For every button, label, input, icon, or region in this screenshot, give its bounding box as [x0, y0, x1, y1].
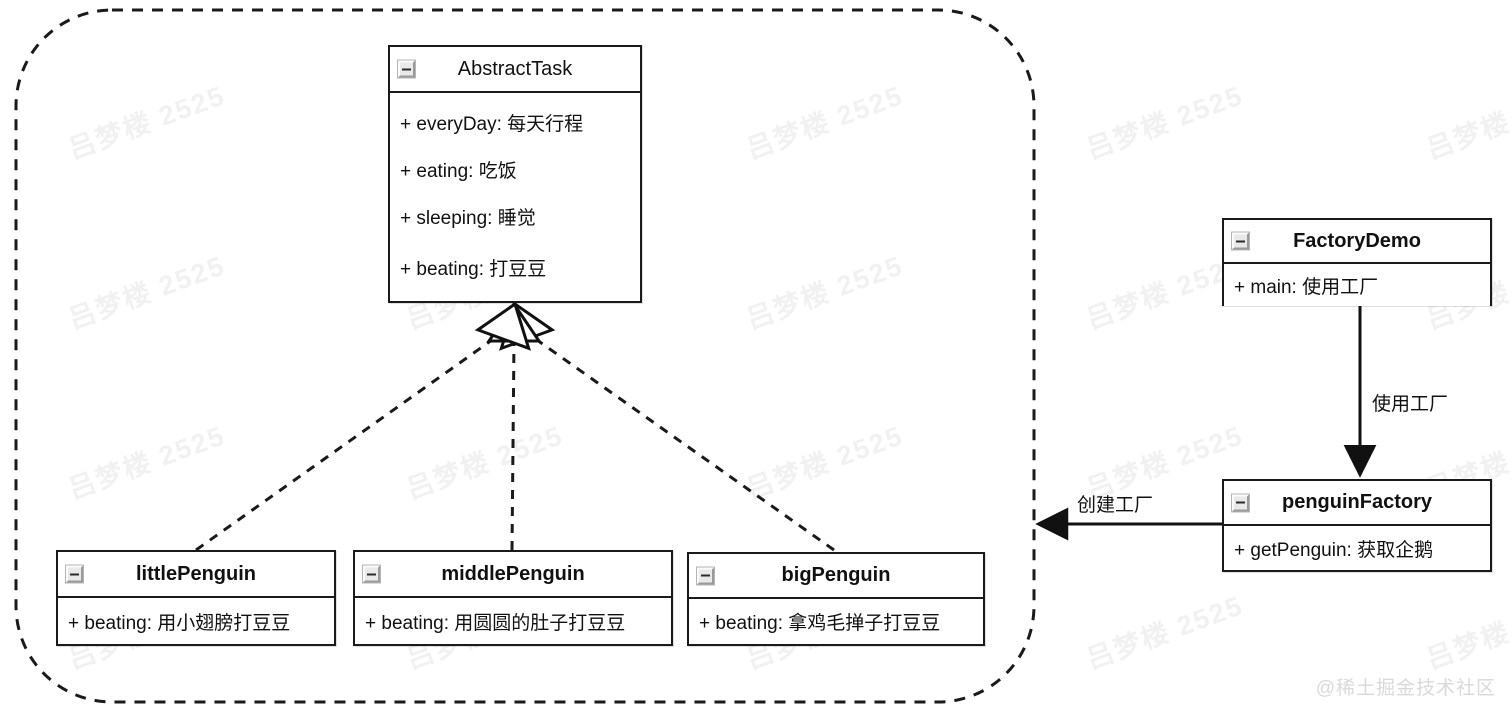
class-header-penguin-factory: penguinFactory — [1224, 481, 1490, 526]
class-body-big-penguin: + beating: 拿鸡毛掸子打豆豆 — [689, 599, 983, 644]
class-box-abstract-task[interactable]: AbstractTask + everyDay: 每天行程 + eating: … — [388, 45, 642, 303]
watermark-text: 吕梦楼 2525 — [64, 80, 230, 165]
realization-triangle-middle-penguin — [486, 301, 542, 343]
class-body-middle-penguin: + beating: 用圆圆的肚子打豆豆 — [355, 598, 671, 644]
class-title-little-penguin: littlePenguin — [136, 562, 256, 585]
minus-icon[interactable] — [65, 564, 84, 584]
edge-label-use-factory: 使用工厂 — [1372, 394, 1449, 415]
watermark-text: 吕梦楼 2525 — [64, 420, 230, 505]
watermark-text: 吕梦楼 2525 — [1082, 590, 1248, 675]
minus-icon[interactable] — [362, 564, 381, 584]
watermark-text: 吕梦楼 2525 — [402, 420, 568, 505]
class-body-abstract-task: + everyDay: 每天行程 + eating: 吃饭 + sleeping… — [390, 93, 640, 301]
class-title-factory-demo: FactoryDemo — [1293, 229, 1421, 252]
minus-icon[interactable] — [696, 566, 715, 585]
watermark-text: 吕梦楼 2525 — [742, 80, 908, 165]
watermark-text: 吕梦楼 2525 — [64, 250, 230, 335]
class-title-middle-penguin: middlePenguin — [441, 562, 585, 585]
class-attribute: + sleeping: 睡觉 — [400, 208, 536, 229]
watermark-text: 吕梦楼 2525 — [742, 420, 908, 505]
class-title-penguin-factory: penguinFactory — [1281, 491, 1432, 513]
class-header-big-penguin: bigPenguin — [689, 554, 983, 599]
class-box-little-penguin[interactable]: littlePenguin + beating: 用小翅膀打豆豆 — [56, 550, 336, 646]
realization-triangle-big-penguin — [474, 301, 531, 351]
class-header-abstract-task: AbstractTask — [390, 47, 640, 93]
class-attribute: + eating: 吃饭 — [400, 161, 517, 182]
class-title-big-penguin: bigPenguin — [781, 564, 891, 586]
edge-label-create-factory: 创建工厂 — [1077, 495, 1154, 516]
class-title-abstract-task: AbstractTask — [457, 57, 573, 80]
watermark-text: 吕梦楼 2525 — [1422, 80, 1512, 165]
brand-watermark: @稀土掘金技术社区 — [1315, 678, 1496, 699]
watermark-text: 吕梦楼 2525 — [742, 250, 908, 335]
class-body-little-penguin: + beating: 用小翅膀打豆豆 — [58, 598, 334, 644]
minus-icon[interactable] — [1231, 231, 1250, 251]
watermark-text: 吕梦楼 2525 — [1082, 80, 1248, 165]
realization-triangle-little-penguin — [499, 301, 556, 351]
class-box-penguin-factory[interactable]: penguinFactory + getPenguin: 获取企鹅 — [1222, 479, 1492, 572]
realization-line-big-penguin — [536, 338, 835, 552]
realization-line-middle-penguin — [510, 339, 516, 551]
class-body-penguin-factory: + getPenguin: 获取企鹅 — [1224, 526, 1490, 570]
class-attribute: + main: 使用工厂 — [1234, 276, 1379, 298]
class-header-middle-penguin: middlePenguin — [355, 552, 671, 598]
class-attribute: + beating: 拿鸡毛掸子打豆豆 — [699, 613, 941, 634]
realization-line-little-penguin — [195, 338, 493, 552]
class-box-middle-penguin[interactable]: middlePenguin + beating: 用圆圆的肚子打豆豆 — [353, 550, 673, 646]
class-attribute: + beating: 用小翅膀打豆豆 — [68, 612, 291, 634]
class-body-factory-demo: + main: 使用工厂 — [1224, 264, 1490, 306]
watermark-text: 吕梦楼 2525 — [1422, 590, 1512, 675]
class-header-factory-demo: FactoryDemo — [1224, 220, 1490, 264]
class-box-factory-demo[interactable]: FactoryDemo + main: 使用工厂 — [1222, 218, 1492, 306]
class-header-little-penguin: littlePenguin — [58, 552, 334, 598]
minus-icon[interactable] — [1231, 493, 1250, 512]
class-box-big-penguin[interactable]: bigPenguin + beating: 拿鸡毛掸子打豆豆 — [687, 552, 985, 646]
class-attribute: + beating: 用圆圆的肚子打豆豆 — [365, 612, 626, 634]
minus-icon[interactable] — [397, 59, 416, 79]
class-attribute: + getPenguin: 获取企鹅 — [1234, 539, 1434, 561]
class-attribute: + everyDay: 每天行程 — [400, 114, 584, 135]
class-attribute: + beating: 打豆豆 — [400, 259, 547, 280]
